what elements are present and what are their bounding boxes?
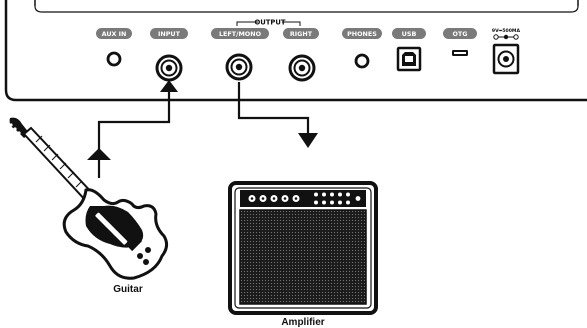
guitar-illustration [9, 117, 169, 280]
port-label-otg: OTG [443, 28, 477, 39]
device-rear-panel [4, 0, 587, 102]
port-labels: AUX IN INPUT LEFT/MONO RIGHT PHONES USB … [96, 28, 477, 39]
cable-left-mono-to-amplifier [237, 82, 318, 148]
port-label-phones: PHONES [342, 28, 382, 39]
port-label-input: INPUT [150, 28, 188, 39]
guitar-caption: Guitar [113, 284, 143, 295]
power-label: 9V⎓500MA [492, 28, 521, 34]
port-label-aux-in: AUX IN [96, 28, 132, 39]
svg-text:AUX IN: AUX IN [102, 30, 127, 38]
svg-text:INPUT: INPUT [158, 30, 181, 38]
output-group-bracket: OUTPUT [236, 19, 301, 27]
svg-text:PHONES: PHONES [347, 30, 377, 38]
svg-text:OTG: OTG [452, 30, 467, 38]
port-label-right: RIGHT [283, 28, 319, 39]
usb-port-icon[interactable] [396, 46, 422, 72]
svg-text:LEFT/MONO: LEFT/MONO [219, 30, 262, 38]
dc-power-jack-icon[interactable] [492, 43, 520, 75]
cable-guitar-to-input [87, 80, 178, 178]
port-label-left-mono: LEFT/MONO [211, 28, 269, 39]
right-jack[interactable] [288, 54, 316, 82]
power-polarity-icon [493, 34, 519, 40]
port-label-usb: USB [392, 28, 426, 39]
amplifier-caption: Amplifier [281, 317, 324, 328]
speaker-grille [239, 209, 367, 305]
aux-in-jack[interactable] [106, 51, 122, 67]
otg-port-icon[interactable] [452, 50, 468, 56]
phones-jack[interactable] [354, 53, 370, 69]
svg-text:USB: USB [402, 30, 417, 38]
svg-text:RIGHT: RIGHT [290, 30, 313, 38]
panel-outline [4, 0, 587, 102]
output-group-label: OUTPUT [254, 19, 285, 27]
input-jack[interactable] [155, 54, 183, 82]
left-mono-jack[interactable] [225, 53, 253, 81]
amplifier-illustration [228, 181, 378, 315]
